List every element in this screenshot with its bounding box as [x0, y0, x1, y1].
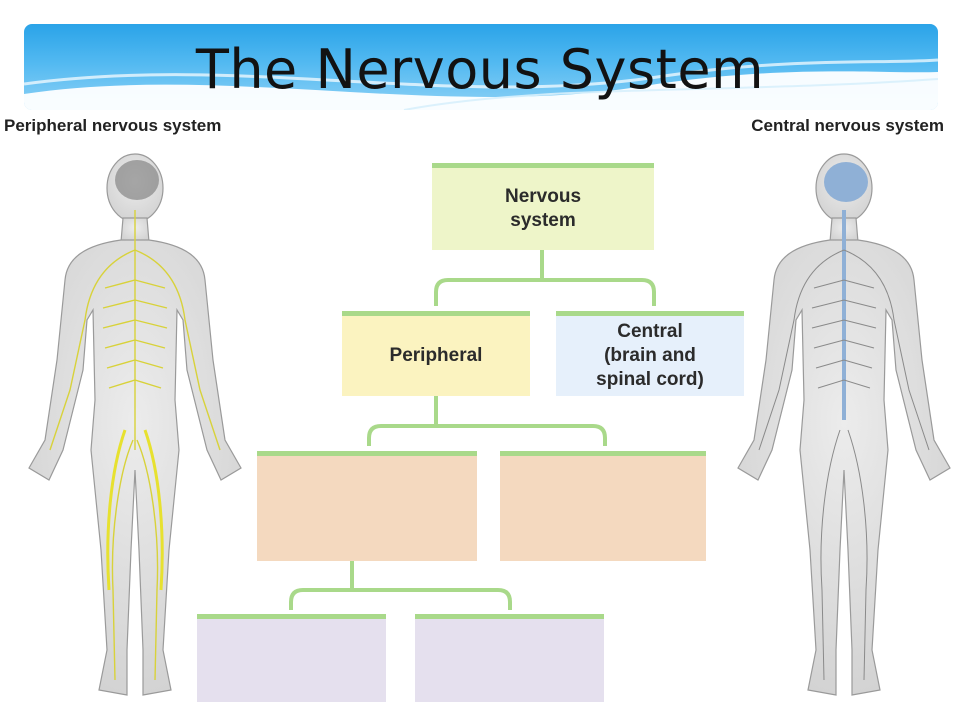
central-label: Central (brain and spinal cord) [596, 321, 704, 390]
peripheral-nervous-system-label: Peripheral nervous system [4, 116, 222, 135]
connector-level2 [289, 561, 512, 610]
central-nervous-system-label: Central nervous system [751, 116, 944, 135]
sub-branch-right-box [415, 614, 604, 702]
peripheral-box: Peripheral [342, 311, 530, 396]
peripheral-label: Peripheral [389, 345, 483, 366]
sub-branch-left-box [197, 614, 386, 702]
peripheral-branch-left-box [257, 451, 477, 561]
connector-peripheral [367, 396, 607, 446]
peripheral-body-figure [28, 153, 242, 696]
title-banner [24, 24, 938, 110]
central-body-figure [737, 153, 951, 696]
nervous-system-label: Nervous system [504, 186, 582, 231]
banner-wave-decoration [24, 58, 938, 110]
connector-root [434, 250, 656, 306]
slide-title: The Nervous System [195, 38, 765, 101]
nervous-system-box: Nervous system [432, 163, 654, 250]
peripheral-branch-right-box [500, 451, 706, 561]
central-box: Central (brain and spinal cord) [556, 311, 744, 396]
